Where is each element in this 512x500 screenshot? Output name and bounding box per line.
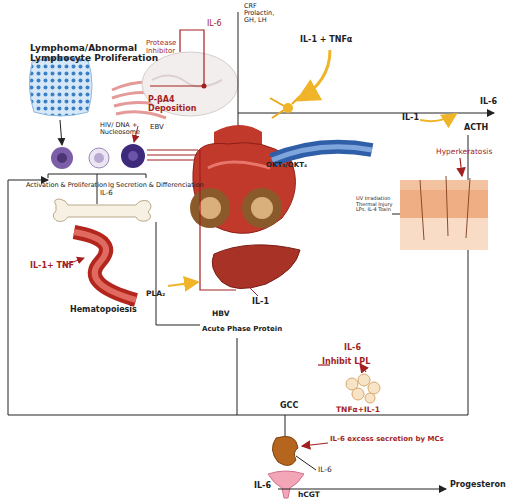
vein-lumen: [272, 147, 372, 160]
junction-dot: [202, 84, 207, 89]
label-text: ACTH: [464, 124, 488, 133]
curved-arrow: [298, 50, 330, 100]
label-text: P-βA4 Deposition: [148, 96, 202, 114]
cell-nucleus: [128, 151, 138, 161]
arrow-line: [168, 282, 198, 286]
connector-line: [147, 154, 198, 155]
label-text: IL-1: [402, 114, 419, 123]
brain-fold: [152, 75, 222, 86]
label-text: Progesteron: [450, 481, 506, 490]
hair: [420, 176, 470, 240]
cell: [89, 148, 109, 168]
label-text: UV Irradiation Thermal Injury LPs, IL-4 …: [356, 196, 394, 213]
fat-cell: [368, 382, 380, 394]
skin-layer: [400, 180, 488, 190]
label-text: IL-6: [207, 20, 222, 29]
label-text: Inhibit LPL: [322, 358, 370, 367]
label-text: Acute Phase Protein: [202, 326, 282, 334]
vein: [272, 147, 372, 160]
fat-cell: [365, 393, 375, 403]
label-text: IL-1+ TNF: [30, 262, 74, 271]
connector-line: [147, 149, 198, 150]
label-text: IL-6: [480, 98, 497, 107]
neuron-body: [283, 103, 293, 113]
connector-line: [237, 338, 238, 415]
vessel-lumen: [74, 232, 136, 300]
liver: [212, 245, 300, 289]
label-text: PLA₂: [146, 290, 165, 298]
kidney: [272, 436, 298, 465]
dendrite: [270, 96, 300, 118]
lymphoma-cells: [29, 56, 92, 116]
label-text: IL-6: [100, 190, 113, 198]
cell-nucleus: [94, 153, 104, 163]
connector-line: [8, 135, 468, 415]
heart-highlight: [208, 162, 270, 168]
label-text: Protease Inhibitor: [146, 40, 180, 55]
label-text: HBV: [212, 310, 230, 318]
connector-line: [150, 85, 204, 86]
skin-layer: [400, 218, 488, 250]
artery-section: [242, 188, 282, 228]
adipocytes: [346, 374, 380, 403]
label-text: OKT₃/OKT₄: [266, 162, 307, 170]
artery-section: [190, 188, 230, 228]
blood-vessel: [74, 232, 136, 300]
label-text: Hematopoiesis: [70, 306, 137, 315]
label-text: IL-6: [344, 344, 361, 353]
plasma-cell: [121, 144, 145, 168]
label-text: hCGT: [298, 491, 320, 499]
fat-cell: [358, 374, 370, 386]
artery-lumen: [199, 197, 221, 219]
label-text: IL-6: [254, 482, 271, 491]
label-text: IL-6: [318, 466, 332, 474]
arrow-line: [302, 443, 328, 446]
skin-layer: [400, 190, 488, 218]
arrow-line: [238, 113, 494, 114]
label-text: HIV/ DNA + Nucleosome: [100, 122, 146, 136]
connector-line: [296, 456, 316, 470]
label-text: Hyperkeratosis: [436, 148, 492, 156]
fat-cell: [352, 388, 364, 400]
connector-line: [392, 214, 400, 215]
arrow-line: [60, 120, 62, 145]
cell-nucleus: [57, 153, 67, 163]
label-text: GCC: [280, 402, 298, 411]
label-text: IL-6 excess secretion by MCs: [330, 436, 444, 444]
label-text: Activation & Proliferation: [26, 182, 107, 189]
feedback-line: [180, 30, 204, 86]
arrow-line: [8, 180, 48, 181]
cell: [51, 147, 73, 169]
label-text: Ig Secretion & Differenciation: [108, 182, 204, 189]
artery-lumen: [251, 197, 273, 219]
label-text: IL-1: [252, 298, 269, 307]
label-text: CRF Prolactin, GH, LH: [244, 3, 288, 24]
label-text: EBV: [150, 124, 164, 132]
label-text: TNFα+IL-1: [336, 406, 380, 414]
bone: [53, 199, 151, 222]
connector-line: [285, 415, 286, 436]
connector-line: [238, 12, 239, 128]
curved-arrow: [420, 114, 456, 121]
connector-line: [147, 159, 198, 160]
label-text: IL-1 + TNFα: [300, 36, 352, 45]
arrow-line: [460, 158, 462, 176]
connector-line: [156, 222, 200, 325]
connector-line: [250, 288, 258, 296]
neuron: [270, 96, 300, 118]
arrow-line: [278, 489, 446, 490]
